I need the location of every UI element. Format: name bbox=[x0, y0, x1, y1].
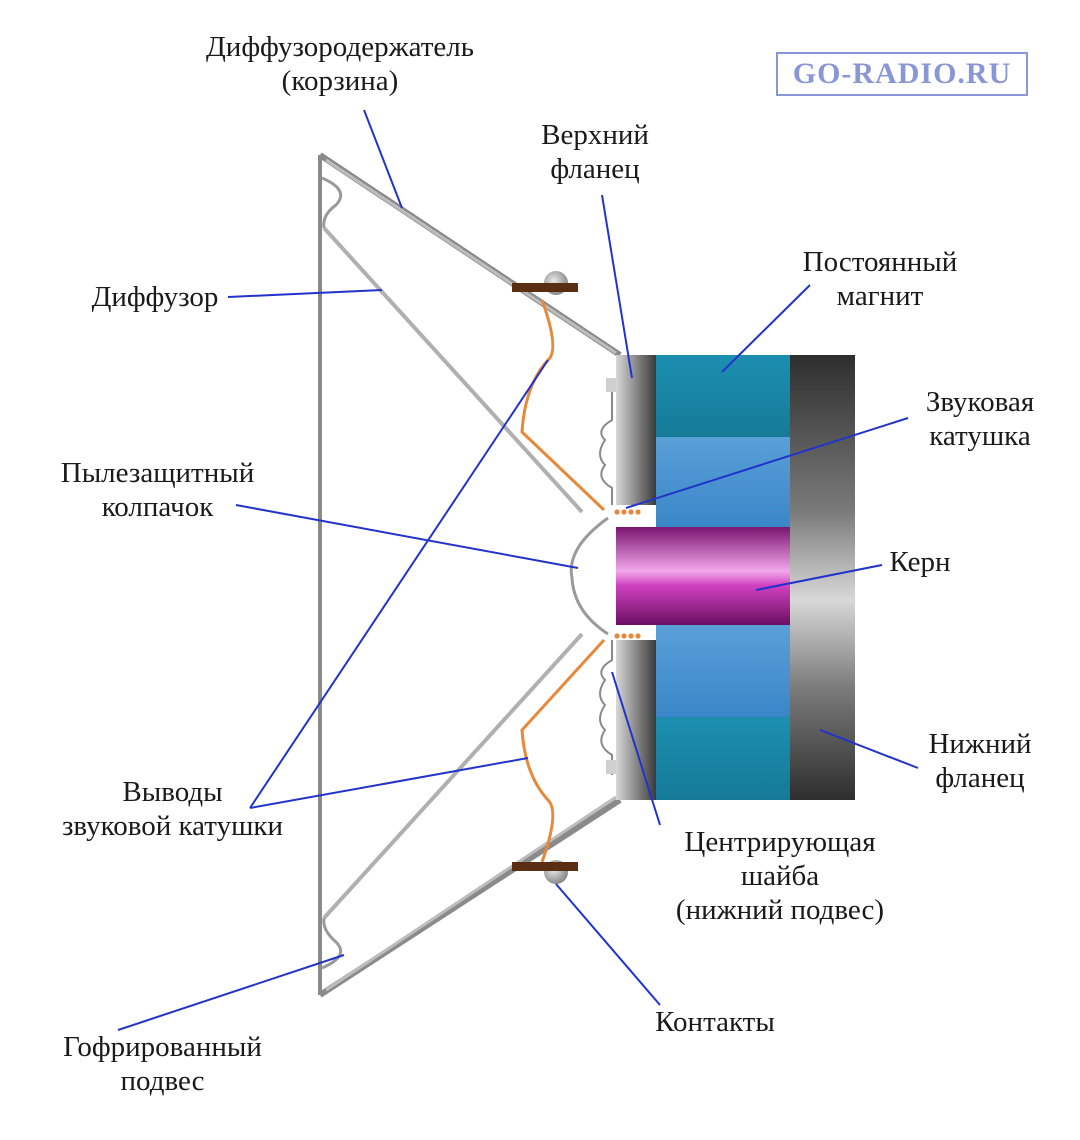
magnet-bottom-teal bbox=[656, 717, 790, 800]
magnet-top-light bbox=[656, 437, 790, 527]
label-basket: Диффузородержатель(корзина) bbox=[206, 31, 474, 97]
contacts bbox=[512, 271, 578, 884]
watermark: GO-RADIO.RU bbox=[776, 52, 1028, 96]
magnet-top-teal bbox=[656, 355, 790, 437]
surround bbox=[321, 176, 343, 970]
dust-cap bbox=[569, 516, 609, 636]
upper-flange-bottom bbox=[616, 640, 656, 800]
voice-coil bbox=[614, 509, 641, 639]
core bbox=[616, 527, 790, 625]
coil-gap-bottom bbox=[616, 625, 656, 640]
upper-flange-top bbox=[616, 355, 656, 505]
magnet-bottom-light bbox=[656, 625, 790, 717]
basket-inner-edge bbox=[325, 158, 617, 992]
coil-gap-top bbox=[616, 505, 656, 527]
leader-lines bbox=[117, 109, 919, 1031]
label-core: Керн bbox=[889, 546, 951, 578]
diffuser bbox=[322, 226, 584, 920]
label-contacts: Контакты bbox=[655, 1006, 775, 1038]
spider bbox=[599, 378, 616, 775]
label-diffuser: Диффузор bbox=[91, 281, 219, 313]
